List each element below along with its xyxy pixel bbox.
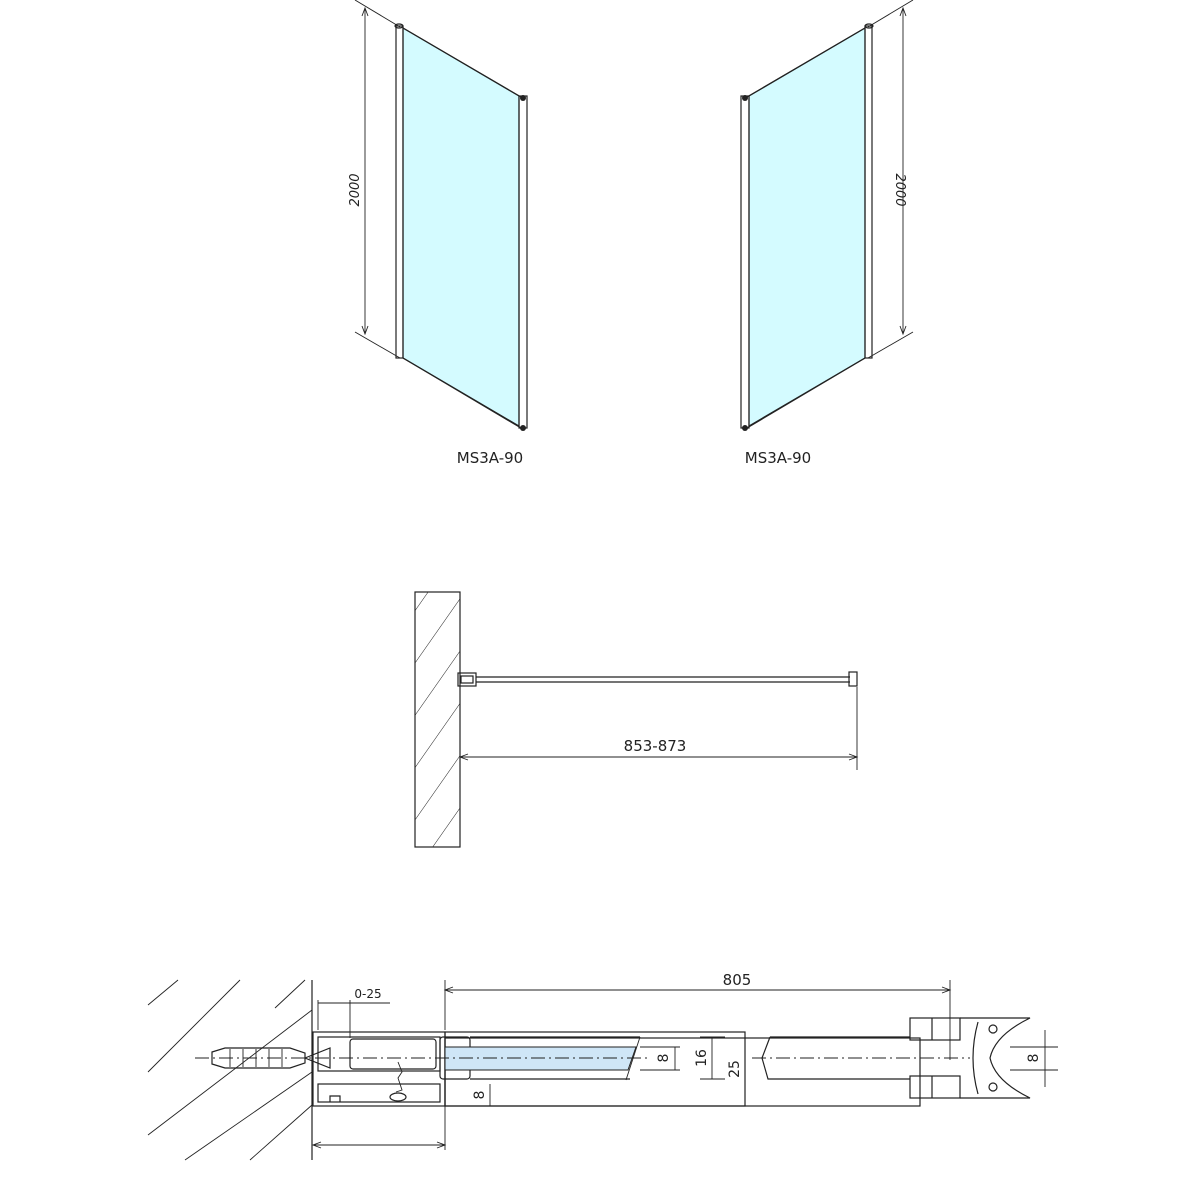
overall-dim: 805 (723, 971, 752, 989)
glass-thickness-dim: 8 (656, 1054, 672, 1063)
panel-height-dim: 2000 (348, 173, 363, 206)
panel-label: MS3A-90 (745, 449, 811, 467)
end-profile-dim: 8 (1026, 1054, 1042, 1063)
profile-inner-dim: 16 (694, 1049, 710, 1067)
profile-detail: 0-25 805 8 16 25 8 8 (147, 971, 1058, 1161)
wall-hatched (414, 591, 461, 848)
plan-width-dim: 853-873 (624, 737, 687, 755)
plan-view: 853-873 (414, 591, 859, 848)
panel-height-dim: 2000 (892, 173, 907, 206)
panel-right: 2000 MS3A-90 (740, 0, 914, 467)
panel-label: MS3A-90 (457, 449, 523, 467)
panel-left: 2000 MS3A-90 (348, 0, 528, 467)
offset-dim: 8 (472, 1091, 488, 1100)
adjust-dim: 0-25 (354, 987, 381, 1001)
profile-outer-dim: 25 (727, 1060, 743, 1078)
